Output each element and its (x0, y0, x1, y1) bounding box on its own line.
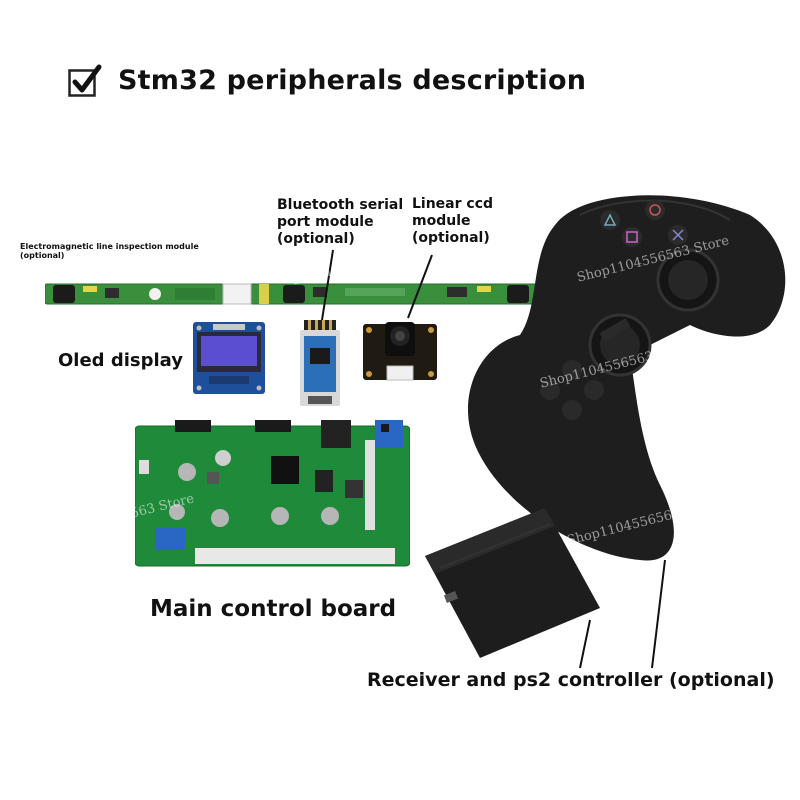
ccd-pointer-line (407, 254, 433, 319)
receiver-label: Receiver and ps2 controller (optional) (367, 669, 775, 691)
bluetooth-label-line3: (optional) (277, 231, 355, 247)
ccd-label: Linear ccd module (optional) (412, 196, 493, 247)
bluetooth-module-image (298, 320, 342, 408)
bluetooth-pointer-line (321, 249, 334, 321)
controller-pointer-line (651, 559, 666, 669)
receiver-image (420, 508, 605, 658)
electromagnetic-module-image (45, 276, 540, 312)
oled-display-image (193, 322, 265, 394)
receiver-pointer-line (579, 619, 591, 669)
bluetooth-label: Bluetooth serial port module (optional) (277, 197, 403, 248)
em-module-label-line2: (optional) (20, 251, 65, 260)
bluetooth-label-line1: Bluetooth serial (277, 197, 404, 213)
bluetooth-label-line2: port module (277, 214, 374, 230)
ccd-label-line1: Linear ccd (412, 196, 494, 212)
em-module-label: Electromagnetic line inspection module (… (20, 242, 199, 260)
page-title: Stm32 peripherals description (118, 64, 587, 96)
ccd-label-line2: module (412, 213, 471, 229)
ccd-label-line3: (optional) (412, 230, 490, 246)
main-board-label: Main control board (150, 596, 397, 622)
ps2-controller-image (460, 185, 795, 565)
em-module-label-line1: Electromagnetic line inspection module (20, 242, 199, 251)
linear-ccd-module-image (363, 318, 437, 388)
main-control-board-image (135, 420, 410, 570)
oled-label: Oled display (58, 350, 183, 371)
title-row: Stm32 peripherals description (68, 60, 586, 100)
checkbox-icon (68, 64, 102, 97)
